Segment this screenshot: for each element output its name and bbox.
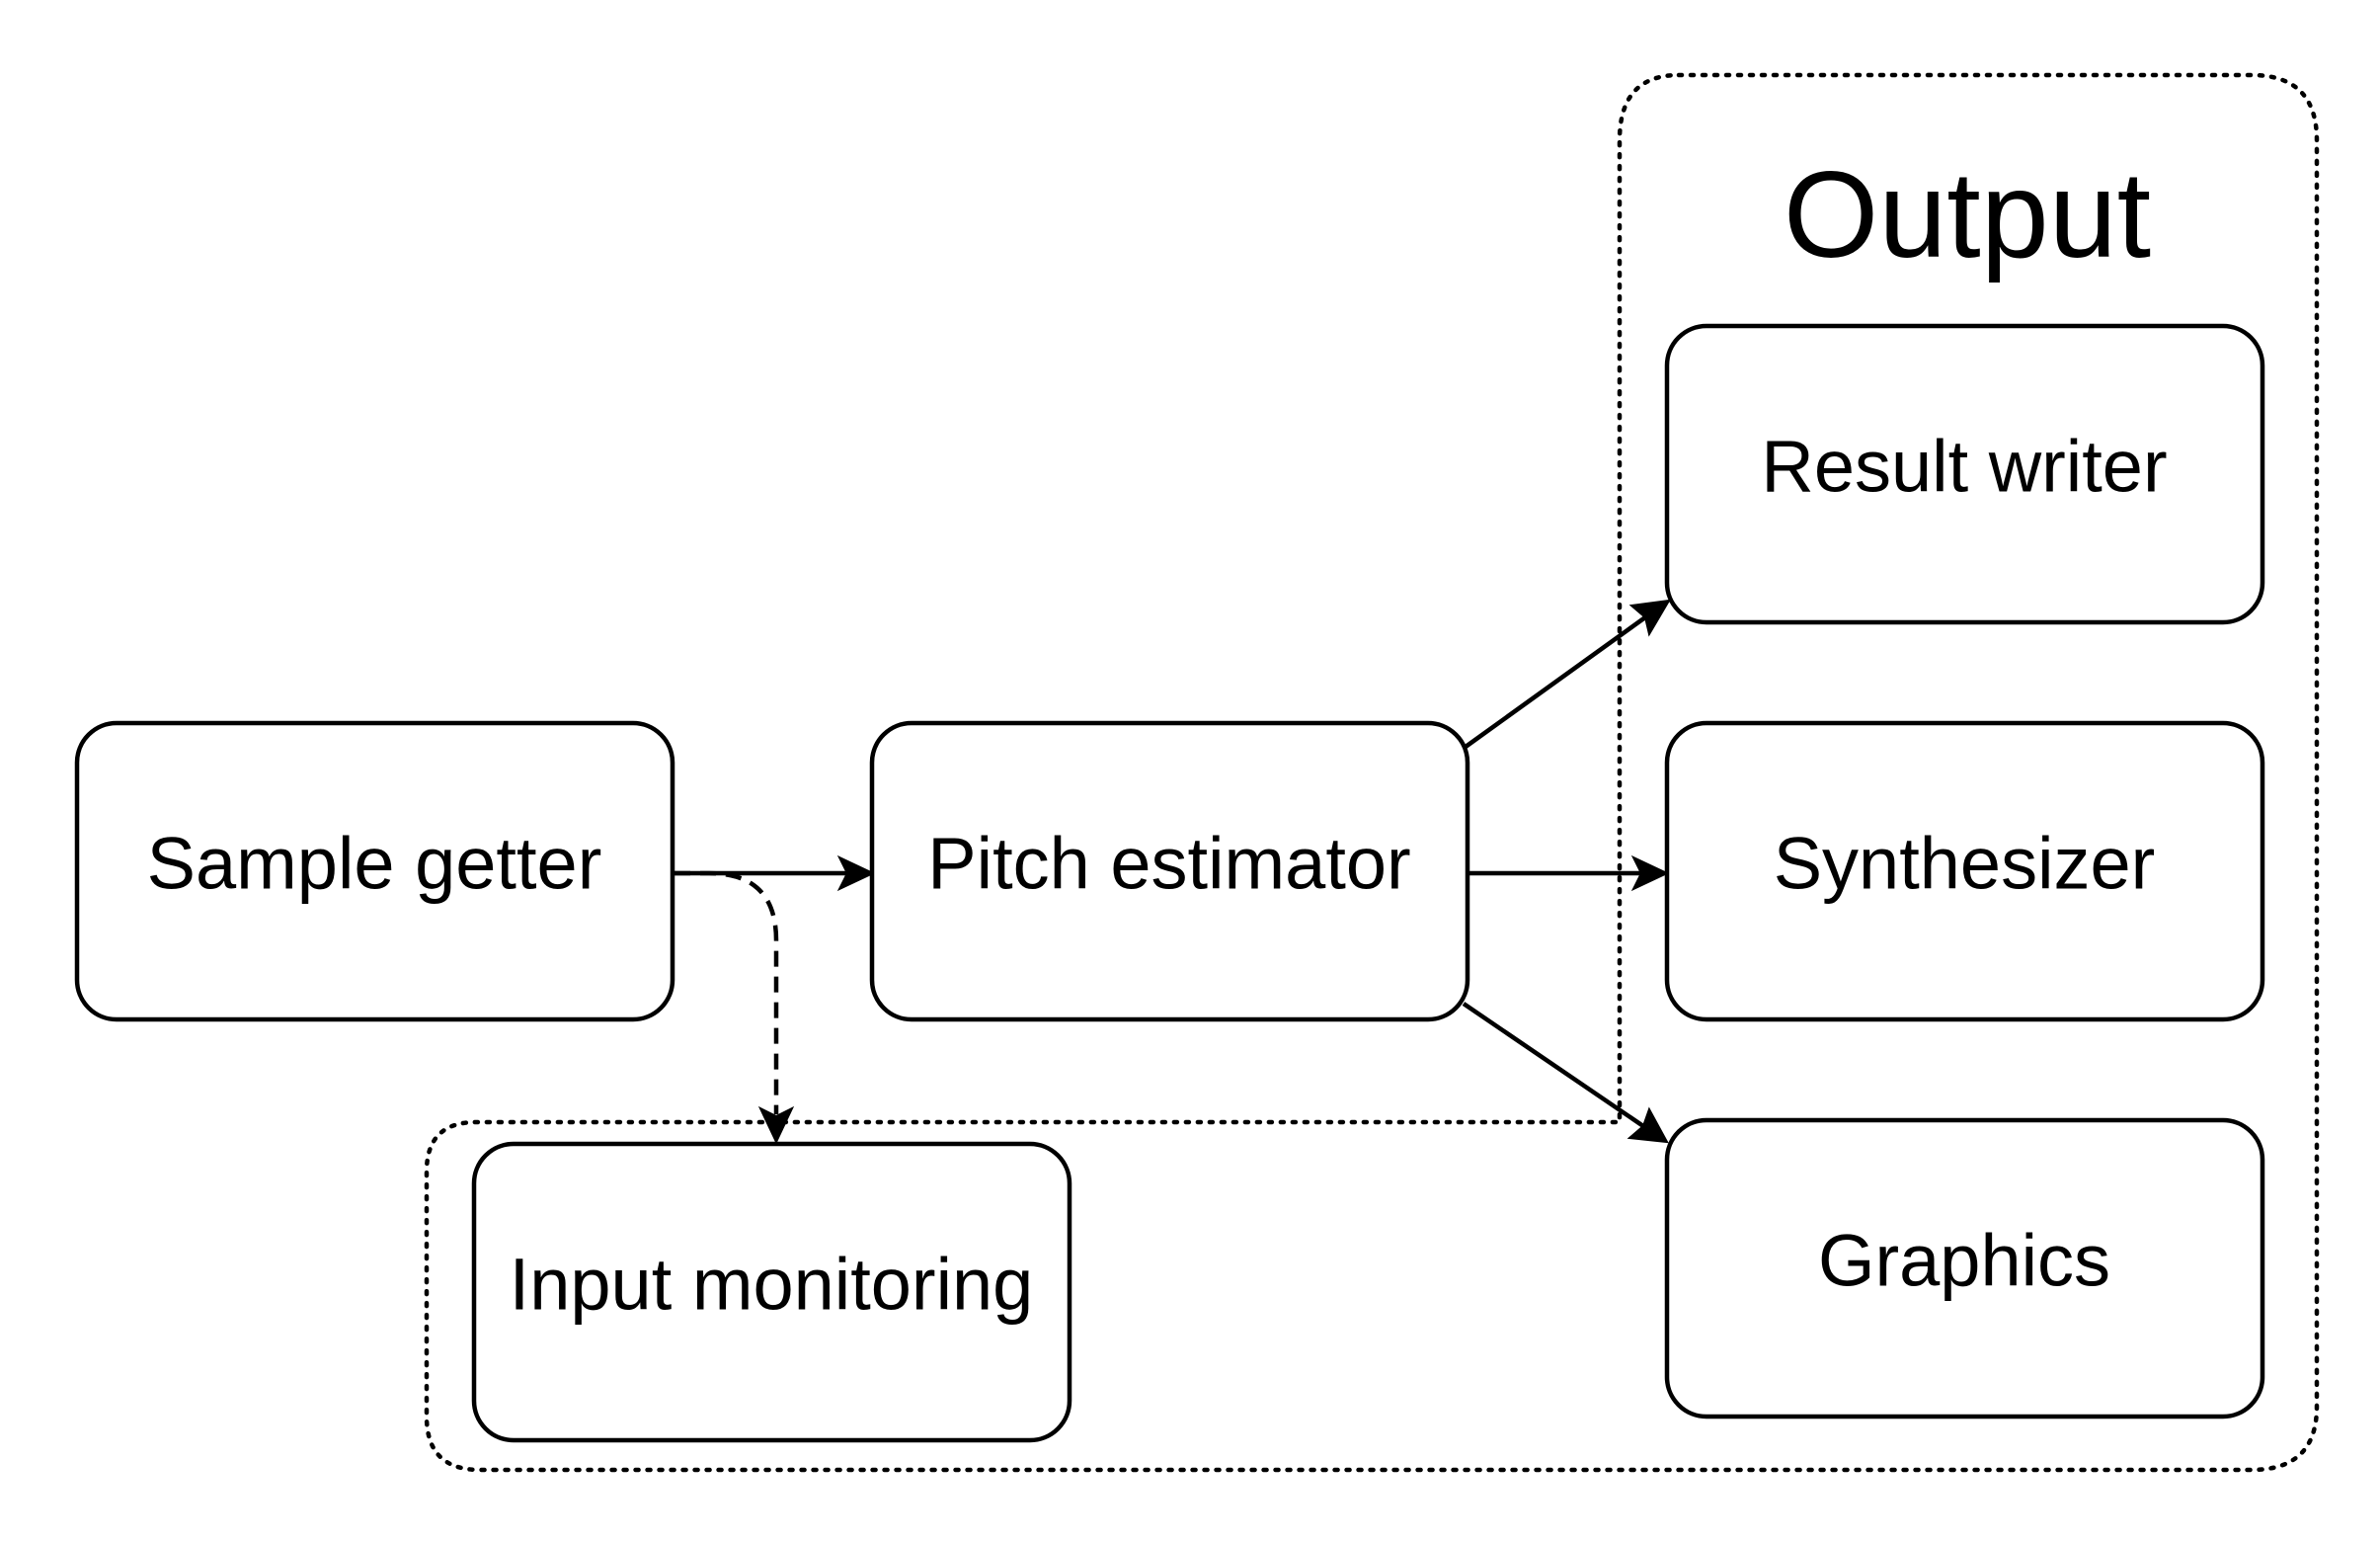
synthesizer-label: Synthesizer [1774, 823, 2156, 905]
output-group-border [424, 72, 2320, 1473]
graphics-label: Graphics [1818, 1220, 2110, 1302]
arrow-head-pitch-left [836, 854, 876, 892]
result-writer-label: Result writer [1761, 426, 2167, 508]
edge-pitch-to-result-writer [1464, 615, 1647, 749]
arrow-head-input-monitoring [757, 1105, 795, 1145]
result-writer-box [1664, 323, 2265, 625]
edge-sample-to-input-monitoring [674, 870, 779, 1114]
sample-getter-label: Sample getter [147, 823, 602, 905]
edge-pitch-to-graphics [1462, 1002, 1645, 1128]
synthesizer-box [1664, 720, 2265, 1022]
node-input-monitoring: Input monitoring [471, 1141, 1072, 1443]
pitch-estimator-label: Pitch estimator [927, 823, 1410, 905]
node-synthesizer: Synthesizer [1664, 720, 2265, 1022]
pitch-estimator-box [869, 720, 1470, 1022]
arrow-head-synthesizer [1630, 854, 1670, 892]
node-graphics: Graphics [1664, 1117, 2265, 1419]
arrow-head-result-writer [1628, 599, 1671, 637]
node-sample-getter: Sample getter [74, 720, 675, 1022]
node-pitch-estimator: Pitch estimator [869, 720, 1470, 1022]
node-result-writer: Result writer [1664, 323, 2265, 625]
graphics-box [1664, 1117, 2265, 1419]
input-monitoring-box [471, 1141, 1072, 1443]
arrow-head-graphics [1626, 1106, 1669, 1144]
sample-getter-box [74, 720, 675, 1022]
output-group-title: Output [1784, 147, 2151, 284]
input-monitoring-label: Input monitoring [510, 1244, 1034, 1326]
edges [674, 599, 1671, 1145]
